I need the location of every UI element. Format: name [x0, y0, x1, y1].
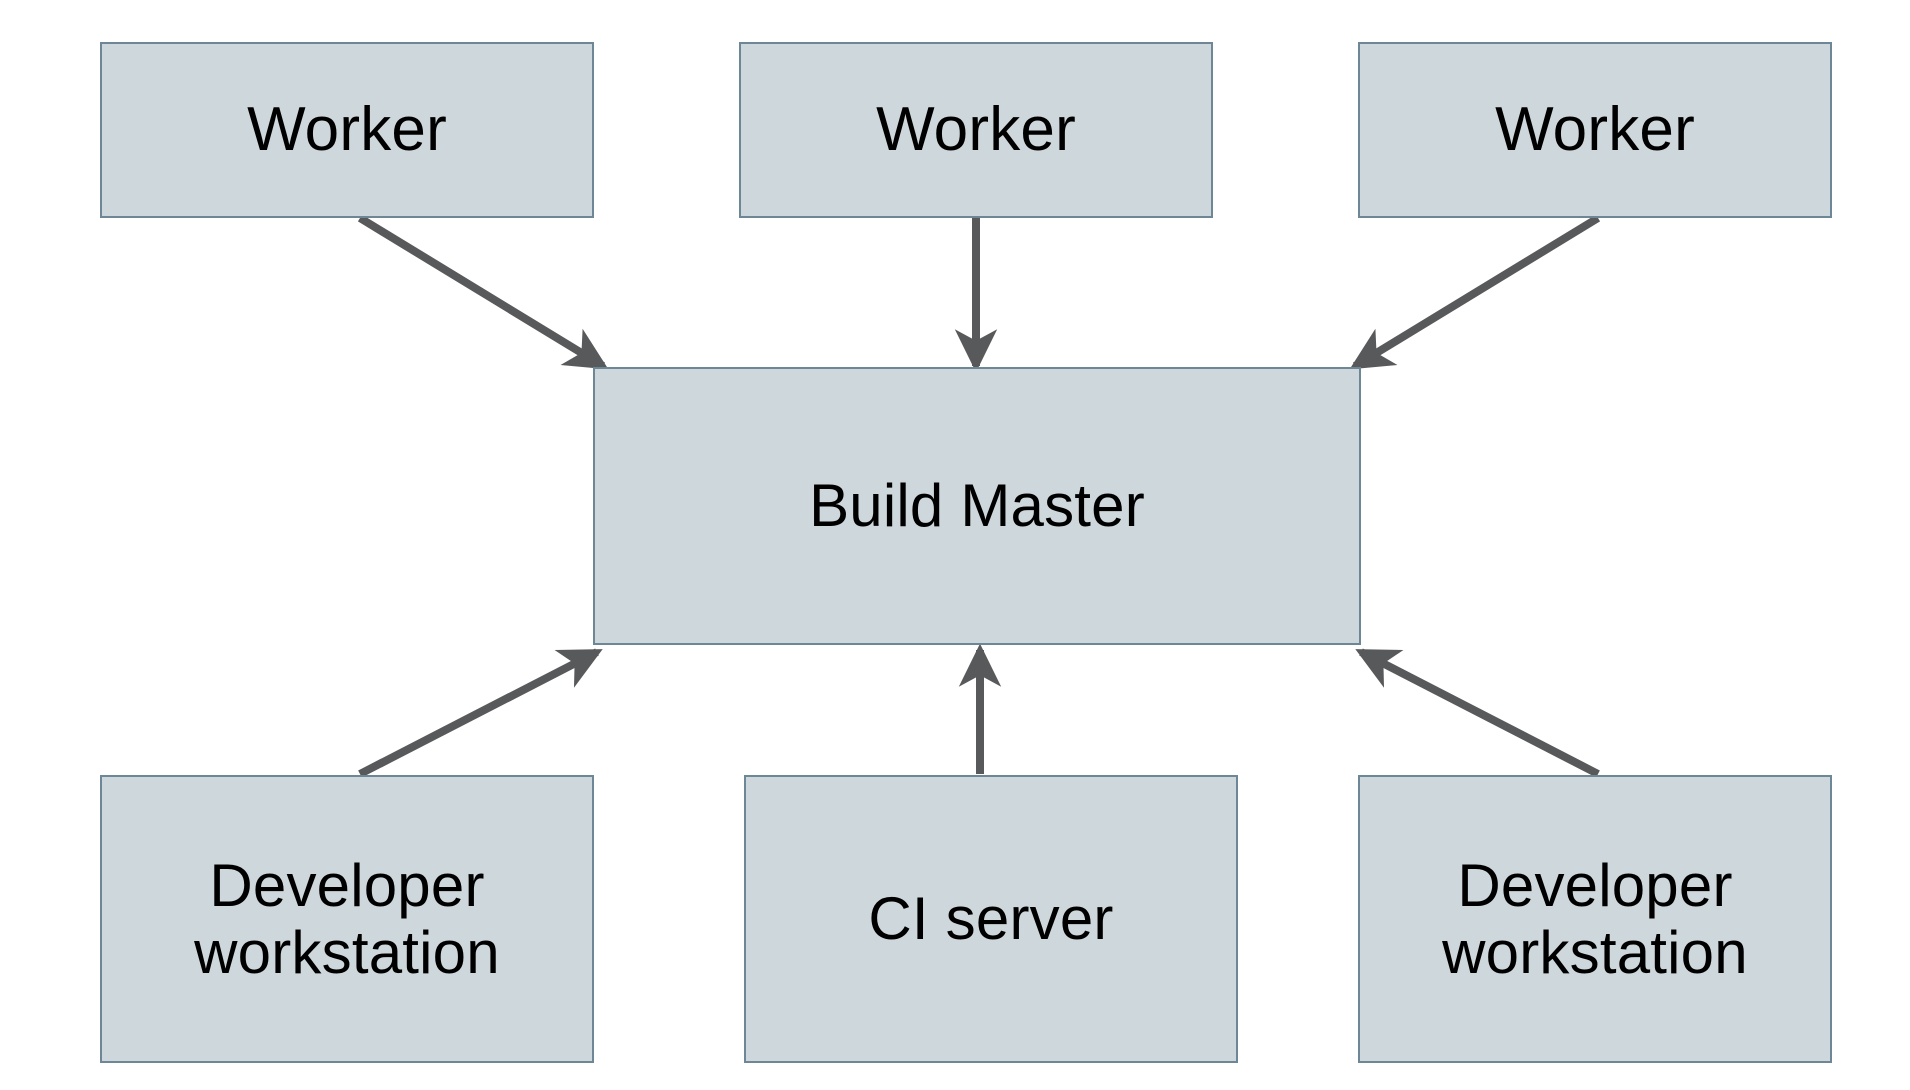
node-worker-left[interactable]: Worker	[100, 42, 594, 218]
node-worker-mid-label: Worker	[876, 95, 1076, 165]
node-worker-mid[interactable]: Worker	[739, 42, 1213, 218]
node-developer-workstation-right[interactable]: Developer workstation	[1358, 775, 1832, 1063]
edge-worker-left-to-build-master	[357, 214, 609, 370]
node-build-master-label: Build Master	[809, 472, 1145, 540]
node-developer-workstation-left-label: Developer workstation	[194, 851, 500, 986]
node-developer-workstation-left[interactable]: Developer workstation	[100, 775, 594, 1063]
node-ci-server-label: CI server	[868, 885, 1114, 953]
node-worker-right[interactable]: Worker	[1358, 42, 1832, 218]
node-ci-server[interactable]: CI server	[744, 775, 1238, 1063]
edge-dev-left-to-build-master	[358, 648, 603, 778]
edge-worker-right-to-build-master	[1349, 214, 1601, 370]
node-developer-workstation-right-label: Developer workstation	[1442, 851, 1748, 986]
edge-dev-right-to-build-master	[1355, 648, 1600, 778]
node-worker-right-label: Worker	[1495, 95, 1695, 165]
node-worker-left-label: Worker	[247, 95, 447, 165]
node-build-master[interactable]: Build Master	[593, 367, 1361, 645]
